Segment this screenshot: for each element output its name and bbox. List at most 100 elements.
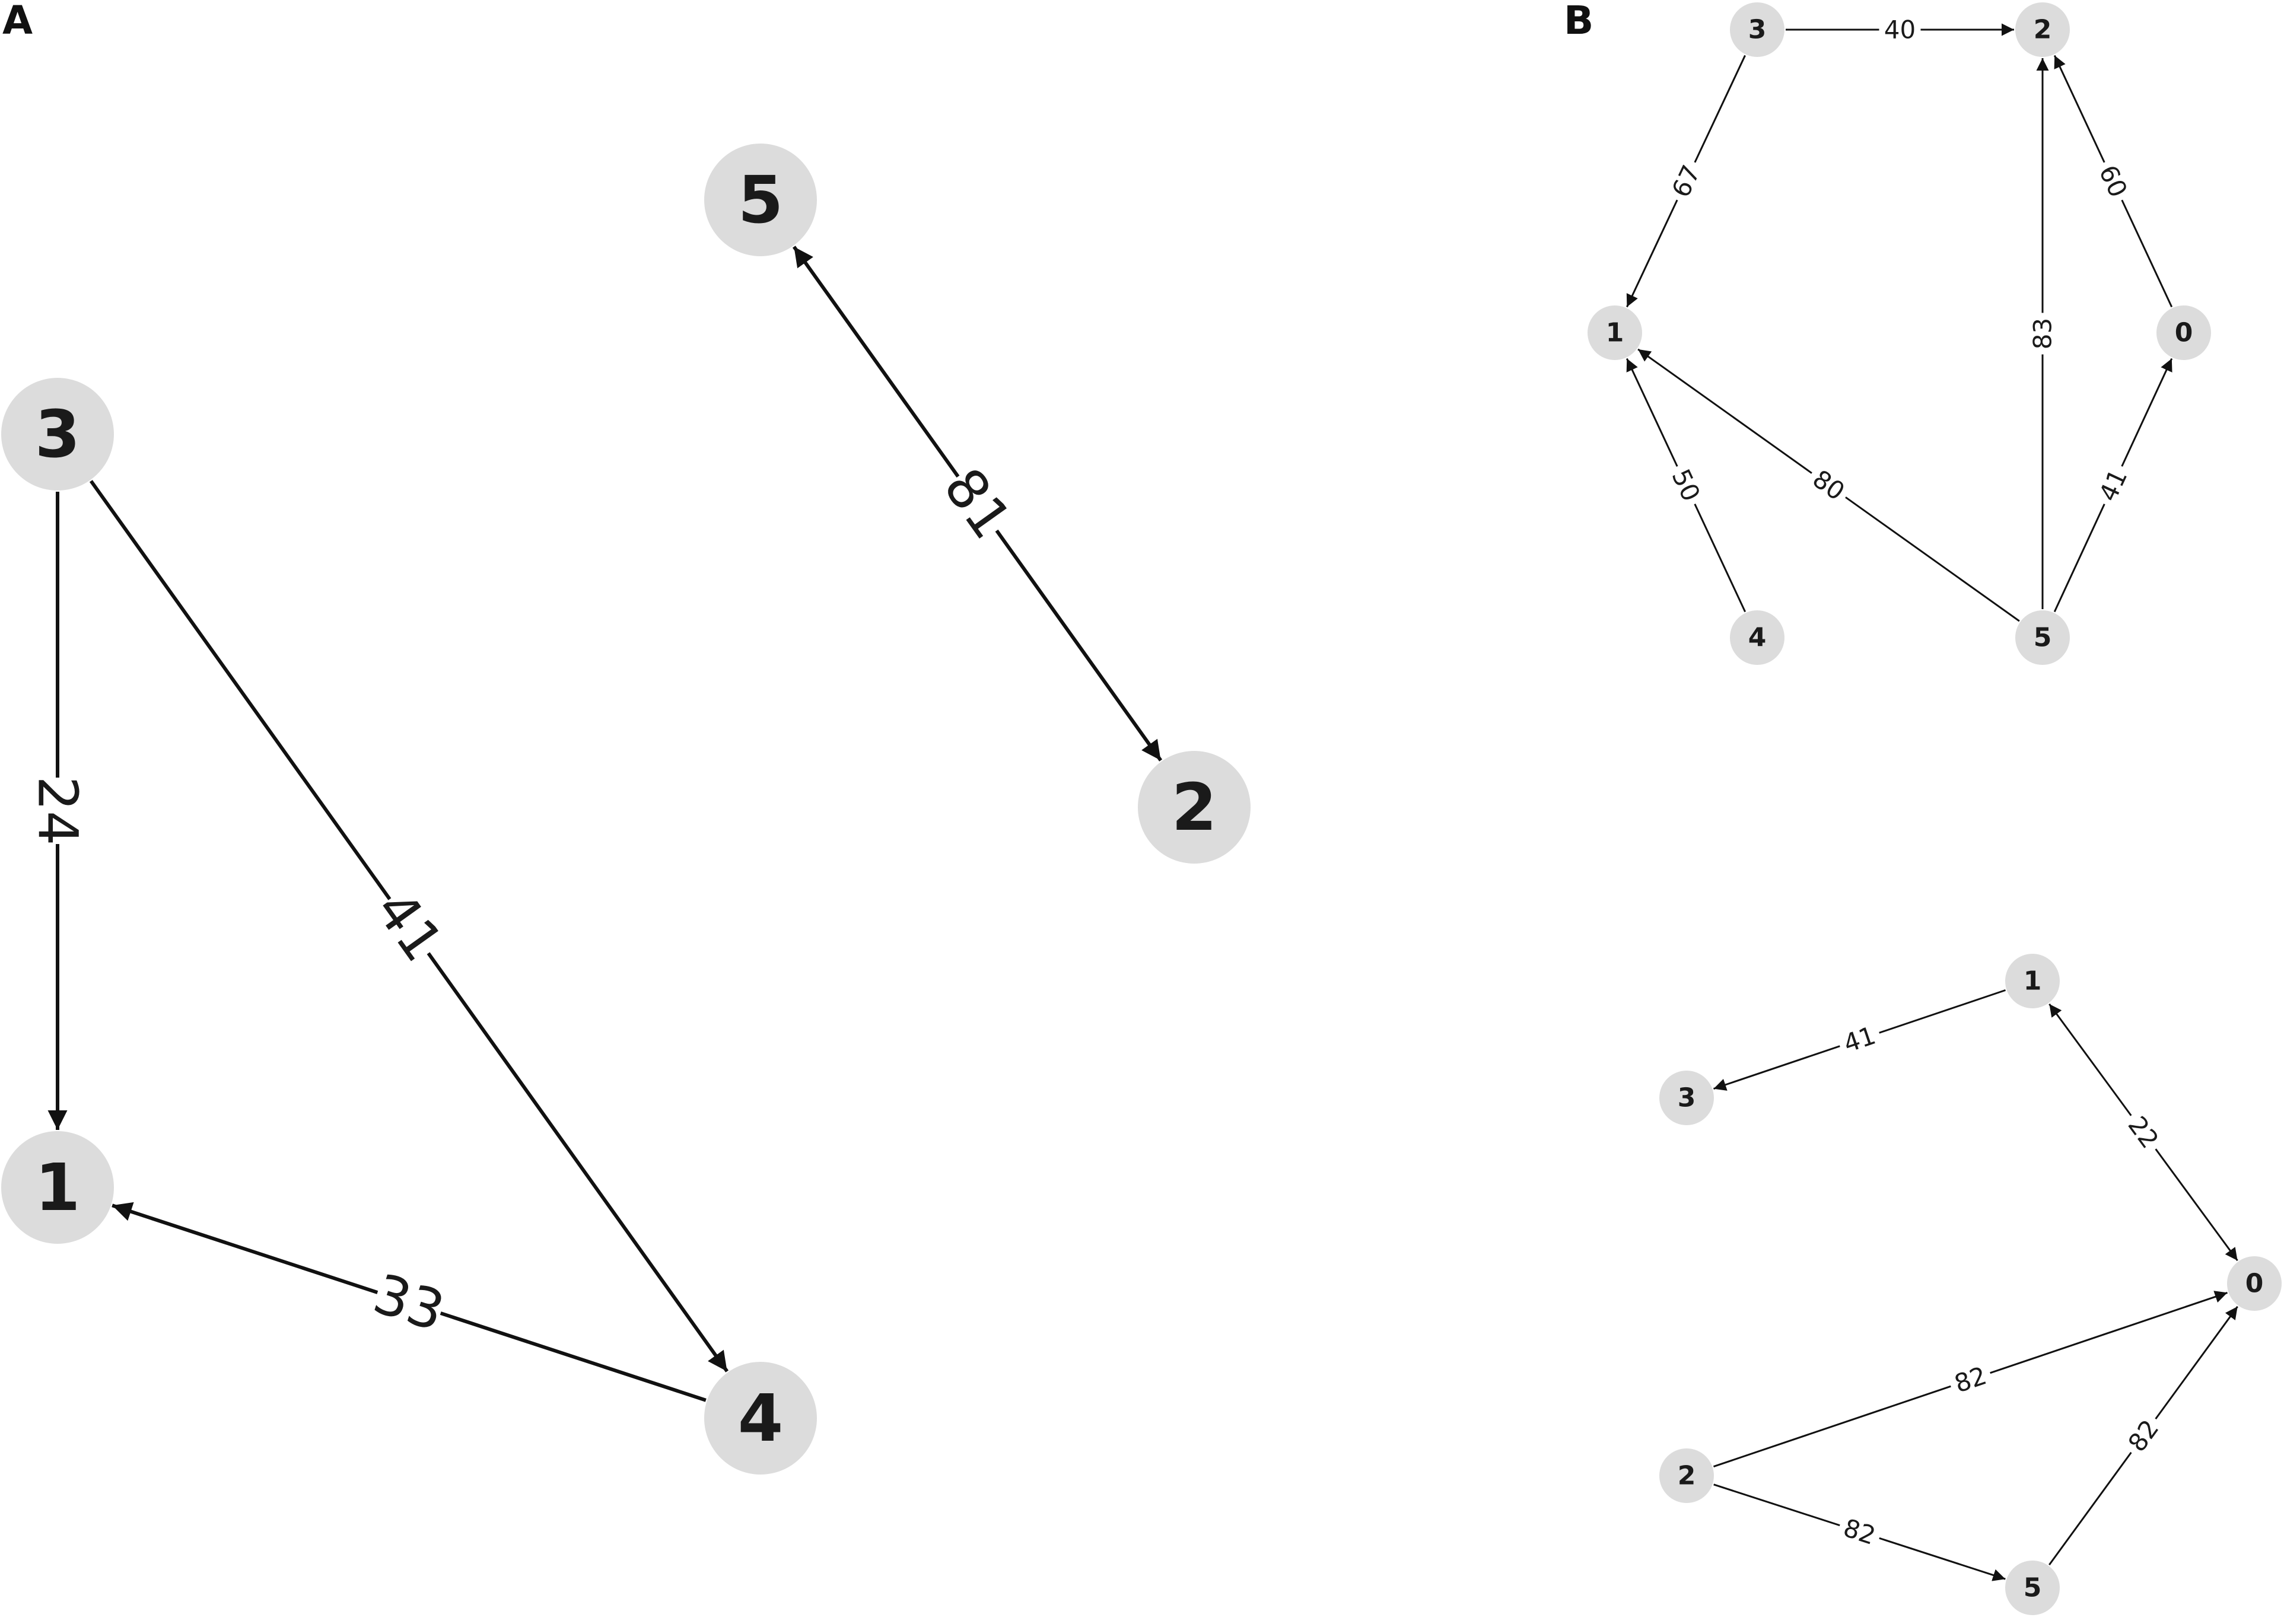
edge-label-background bbox=[938, 462, 1017, 545]
node-label: 3 bbox=[35, 396, 81, 472]
node-circle bbox=[1659, 1448, 1714, 1503]
panel-b1-node-2: 2 bbox=[2015, 2, 2070, 57]
panel-b1-node-4: 4 bbox=[1730, 610, 1784, 665]
edge-label-group: 41 bbox=[2091, 460, 2135, 510]
panel-a-node-1: 1 bbox=[1, 1131, 114, 1244]
node-circle bbox=[1659, 1071, 1714, 1125]
node-label: 1 bbox=[35, 1149, 81, 1225]
edge-label-group: 82 bbox=[1835, 1511, 1884, 1552]
edge-label-background bbox=[33, 778, 82, 844]
panel-b1-edge-3-2: 40 bbox=[1786, 15, 2014, 44]
panel-b1-edge-5-2: 83 bbox=[2028, 58, 2057, 609]
node-label: 2 bbox=[1172, 769, 1217, 845]
panel-a-node-3: 3 bbox=[1, 378, 114, 491]
edge-label-group: 41 bbox=[363, 880, 455, 973]
panel-a-edge-4-1: 33 bbox=[112, 1202, 707, 1402]
edge-label-background bbox=[1946, 1359, 1995, 1400]
edge-label-background bbox=[2091, 460, 2135, 510]
edge-weight-label: 33 bbox=[366, 1262, 452, 1343]
panel-b2-edge-1-3: 41 bbox=[1713, 989, 2006, 1091]
panel-b2-node-1: 1 bbox=[2005, 954, 2060, 1008]
panel-a-edge-3-4: 41 bbox=[89, 480, 729, 1373]
edge-weight-label: 24 bbox=[26, 776, 90, 845]
edge-weight-label: 22 bbox=[2122, 1111, 2164, 1154]
edge-label-group: 22 bbox=[2119, 1107, 2168, 1158]
edge-label-group: 82 bbox=[1946, 1359, 1995, 1400]
node-label: 4 bbox=[1748, 623, 1767, 653]
edge-label-background bbox=[2119, 1410, 2168, 1461]
edge-label-background bbox=[2091, 156, 2135, 206]
edge-label-group: 67 bbox=[1664, 156, 1708, 206]
node-circle bbox=[2005, 1561, 2060, 1615]
node-circle bbox=[1588, 305, 1642, 360]
edge-label-background bbox=[1835, 1511, 1884, 1552]
edge-label-background bbox=[1664, 156, 1708, 206]
edge-label-group: 82 bbox=[2119, 1410, 2168, 1461]
node-circle bbox=[2015, 610, 2070, 665]
edge-label-group: 33 bbox=[366, 1262, 452, 1343]
panel-a-node-2: 2 bbox=[1138, 751, 1251, 864]
edge-weight-label: 83 bbox=[2028, 318, 2057, 349]
panel-b1-edge-4-1: 50 bbox=[1625, 358, 1747, 613]
node-circle bbox=[2005, 954, 2060, 1008]
panel-b1-edge-3-1: 67 bbox=[1626, 55, 1746, 308]
node-circle bbox=[2156, 305, 2211, 360]
panel-b1-node-1: 1 bbox=[1588, 305, 1642, 360]
node-label: 1 bbox=[2024, 966, 2042, 996]
panel-b2-edge-2-5: 82 bbox=[1713, 1483, 2006, 1581]
panel-a-node-5: 5 bbox=[704, 144, 817, 256]
edge-label-background bbox=[1803, 461, 1854, 509]
panel-b1-node-5: 5 bbox=[2015, 610, 2070, 665]
node-circle bbox=[1730, 610, 1784, 665]
edge-label-group: 83 bbox=[2028, 313, 2057, 355]
node-circle bbox=[1, 1131, 114, 1244]
edge-label-background bbox=[370, 1269, 448, 1336]
node-label: 5 bbox=[2024, 1573, 2042, 1603]
panel-b1-node-0: 0 bbox=[2156, 305, 2211, 360]
edge-weight-label: 40 bbox=[1884, 15, 1916, 44]
panel-b1-node-3: 3 bbox=[1730, 2, 1784, 57]
node-label: 3 bbox=[1748, 15, 1767, 45]
edge-label-background bbox=[2028, 313, 2057, 355]
panel-a-edge-3-1: 24 bbox=[26, 492, 90, 1130]
node-label: 3 bbox=[1678, 1083, 1696, 1113]
edge-label-group: 81 bbox=[931, 457, 1023, 550]
edge-label-group: 41 bbox=[1835, 1019, 1884, 1060]
node-label: 2 bbox=[1678, 1461, 1696, 1491]
edge-weight-label: 41 bbox=[363, 880, 455, 973]
node-circle bbox=[2015, 2, 2070, 57]
panel-b1-edge-5-0: 41 bbox=[2053, 358, 2173, 613]
edge-label-group: 50 bbox=[1664, 460, 1708, 510]
node-label: 1 bbox=[1606, 318, 1624, 348]
node-circle bbox=[1138, 751, 1251, 864]
edge-label-group: 40 bbox=[1879, 15, 1921, 44]
panel-a-edge-2-5: 81 bbox=[792, 246, 1163, 762]
node-label: 5 bbox=[2034, 623, 2052, 653]
node-label: 2 bbox=[2034, 15, 2052, 45]
node-circle bbox=[1, 378, 114, 491]
panel-a-node-4: 4 bbox=[704, 1362, 817, 1475]
node-label: 4 bbox=[738, 1380, 784, 1456]
edge-label-background bbox=[1835, 1019, 1884, 1060]
panel-b2-node-3: 3 bbox=[1659, 1071, 1714, 1125]
edge-label-background bbox=[370, 885, 448, 967]
panel-b2-node-5: 5 bbox=[2005, 1561, 2060, 1615]
panel-b2-node-2: 2 bbox=[1659, 1448, 1714, 1503]
node-circle bbox=[704, 144, 817, 256]
panel-b2-edge-5-0: 82 bbox=[2048, 1305, 2238, 1566]
node-circle bbox=[1730, 2, 1784, 57]
node-label: 5 bbox=[738, 162, 784, 238]
node-label: 0 bbox=[2175, 318, 2193, 348]
edge-label-group: 80 bbox=[1803, 461, 1854, 509]
edge-label-background bbox=[1879, 15, 1921, 44]
edge-label-background bbox=[2119, 1107, 2168, 1158]
panel-a-label: A bbox=[2, 0, 33, 43]
node-circle bbox=[2227, 1256, 2282, 1311]
panel-b2-node-0: 0 bbox=[2227, 1256, 2282, 1311]
edge-weight-label: 81 bbox=[931, 457, 1023, 550]
panel-b-label: B bbox=[1564, 0, 1594, 43]
